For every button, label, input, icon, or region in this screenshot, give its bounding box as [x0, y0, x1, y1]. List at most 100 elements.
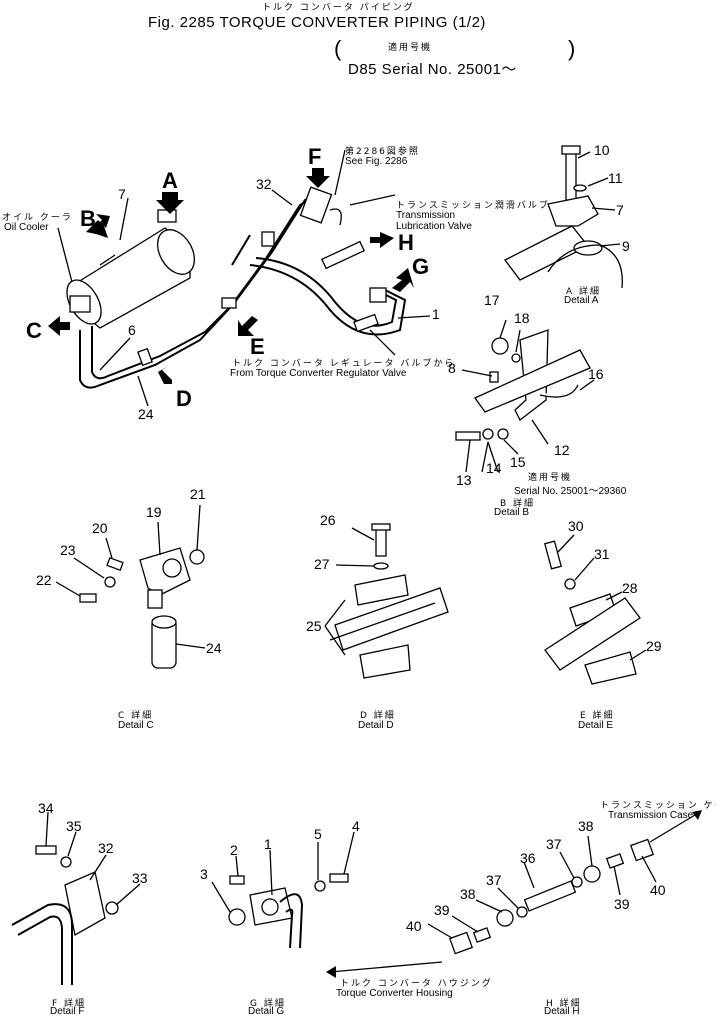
detail-h-tc-housing: Torque Converter Housing	[336, 988, 453, 999]
detail-c-label: Detail C	[118, 720, 154, 731]
arrow-label-c: C	[26, 318, 42, 343]
detail-f-part-34: 34	[38, 800, 54, 816]
detail-b-label: Detail B	[494, 507, 530, 518]
detail-h-label-japanese: H 詳細	[546, 999, 582, 1009]
detail-h-part-38-left: 38	[460, 886, 476, 902]
detail-g-part-4: 4	[352, 818, 360, 834]
detail-b-part-13: 13	[456, 472, 472, 488]
detail-h-part-36: 36	[520, 850, 536, 866]
detail-e-part-28: 28	[622, 580, 638, 596]
paren-close: )	[568, 36, 576, 61]
detail-a-part-7: 7	[616, 202, 624, 218]
detail-d-part-25: 25	[306, 618, 322, 634]
arrow-label-f: F	[308, 144, 322, 169]
detail-h-part-39-right: 39	[614, 896, 630, 912]
detail-g-label-japanese: G 詳細	[250, 999, 286, 1009]
detail-a-label: Detail A	[564, 295, 599, 306]
detail-e-label-japanese: E 詳細	[580, 711, 615, 721]
detail-a-part-9: 9	[622, 238, 630, 254]
detail-b-part-17: 17	[484, 292, 500, 308]
detail-h-part-37-left: 37	[486, 872, 502, 888]
part-number-6: 6	[128, 322, 136, 338]
tm-valve-label-japanese: トランスミッション潤滑バルブ	[396, 201, 550, 211]
see-fig-label: See Fig. 2286	[345, 156, 408, 167]
detail-g-part-5: 5	[314, 826, 322, 842]
detail-f-drawing	[11, 811, 141, 985]
part-number-7: 7	[118, 186, 126, 202]
arrow-label-e: E	[250, 334, 265, 359]
detail-h-drawing	[326, 810, 702, 978]
see-fig-label-japanese: 第2286図参照	[345, 147, 420, 157]
detail-g-part-3: 3	[200, 866, 208, 882]
arrow-label-h: H	[398, 230, 414, 255]
serial-applicability: D85 Serial No. 25001～	[348, 61, 517, 78]
detail-b-part-18: 18	[514, 310, 530, 326]
detail-h-part-40-left: 40	[406, 918, 422, 934]
paren-open: (	[334, 36, 342, 61]
part-number-24: 24	[138, 406, 154, 422]
detail-f-part-32: 32	[98, 840, 114, 856]
detail-e-part-29: 29	[646, 638, 662, 654]
title-japanese: トルク コンバータ パイピング	[262, 3, 415, 13]
detail-e-part-31: 31	[594, 546, 610, 562]
detail-c-part-20: 20	[92, 520, 108, 536]
part-number-32: 32	[256, 176, 272, 192]
detail-f-part-33: 33	[132, 870, 148, 886]
arrow-label-a: A	[162, 168, 178, 193]
detail-c-part-23: 23	[60, 542, 76, 558]
detail-b-part-15: 15	[510, 454, 526, 470]
part-number-1: 1	[432, 306, 440, 322]
detail-a-part-11: 11	[608, 170, 623, 186]
page-title: Fig. 2285 TORQUE CONVERTER PIPING (1/2)	[148, 14, 486, 31]
detail-c-drawing	[55, 504, 206, 669]
detail-g-part-2: 2	[230, 842, 238, 858]
tc-regulator-label: From Torque Converter Regulator Valve	[230, 368, 407, 379]
detail-c-part-22: 22	[36, 572, 52, 588]
arrow-shapes	[48, 168, 414, 384]
detail-f-part-35: 35	[66, 818, 82, 834]
tc-regulator-label-japanese: トルク コンバータ レギュレータ バルブから	[232, 359, 456, 369]
detail-c-label-japanese: C 詳細	[118, 711, 154, 721]
detail-h-tm-case: Transmission Case	[608, 810, 694, 821]
detail-b-serial-japanese: 適用号機	[528, 473, 573, 483]
detail-g-drawing	[211, 831, 355, 949]
tm-valve-label-line2: Lubrication Valve	[396, 221, 472, 232]
detail-b-drawing	[455, 319, 595, 473]
arrow-label-b: B	[80, 206, 96, 231]
oil-cooler-label: Oil Cooler	[4, 222, 49, 233]
detail-f-label: Detail F	[50, 1006, 85, 1017]
detail-h-part-38-right: 38	[578, 818, 594, 834]
detail-b-part-16: 16	[588, 366, 604, 382]
arrow-label-d: D	[176, 386, 192, 411]
detail-h-tm-case-japanese: トランスミッション ケース	[600, 801, 716, 811]
detail-c-part-24: 24	[206, 640, 222, 656]
detail-a-label-japanese: A 詳細	[566, 287, 602, 297]
detail-b-part-12: 12	[554, 442, 570, 458]
detail-b-part-14: 14	[486, 460, 502, 476]
detail-d-label: Detail D	[358, 720, 394, 731]
detail-c-part-21: 21	[190, 486, 206, 502]
detail-a-drawing	[504, 145, 623, 289]
detail-h-tc-housing-japanese: トルク コンバータ ハウジング	[340, 979, 493, 989]
tm-valve-label-line1: Transmission	[396, 210, 456, 221]
detail-b-label-japanese: B 詳細	[500, 499, 536, 509]
detail-h-label: Detail H	[544, 1006, 580, 1017]
detail-e-drawing	[544, 534, 647, 685]
detail-b-serial: Serial No. 25001～29360	[514, 486, 627, 497]
detail-d-part-26: 26	[320, 512, 336, 528]
detail-e-part-30: 30	[568, 518, 584, 534]
detail-d-label-japanese: D 詳細	[360, 711, 396, 721]
detail-g-label: Detail G	[248, 1006, 285, 1017]
detail-d-part-27: 27	[314, 556, 330, 572]
serial-label-japanese: 適用号機	[388, 43, 433, 53]
arrow-label-g: G	[412, 254, 430, 279]
detail-f-label-japanese: F 詳細	[52, 999, 87, 1009]
detail-g-part-1: 1	[264, 836, 272, 852]
oil-cooler-drawing	[66, 209, 195, 329]
detail-a-part-10: 10	[594, 142, 610, 158]
detail-e-label: Detail E	[578, 720, 614, 731]
detail-h-part-40-right: 40	[650, 882, 666, 898]
detail-c-part-19: 19	[146, 504, 162, 520]
detail-b-part-8: 8	[448, 360, 456, 376]
